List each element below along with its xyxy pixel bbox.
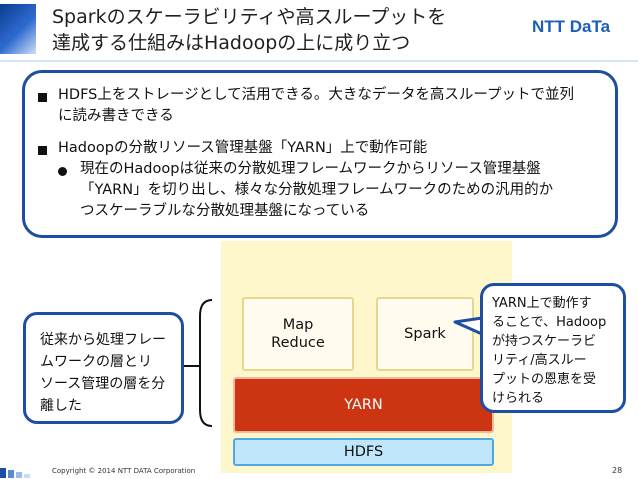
footer-decor-1: [0, 468, 6, 478]
left-bracket: [199, 299, 213, 427]
yarn-label: YARN: [344, 397, 383, 413]
slide-header: Sparkのスケーラビリティや高スループットを 達成する仕組みはHadoopの上…: [0, 0, 638, 62]
bullet-square-icon: [38, 93, 47, 102]
right-note-line3: が持つスケーラビ: [492, 334, 597, 349]
left-note-line1: 従来から処理フレー: [40, 332, 166, 348]
right-note-box: YARN上で動作す ることで、Hadoop が持つスケーラビ リティ/高スルー …: [480, 283, 626, 413]
main-callout-box: [22, 70, 618, 238]
bullet1-line2: に読み書きできる: [58, 108, 174, 124]
footer-bar: [0, 468, 30, 478]
left-note-text: 従来から処理フレー ムワークの層とリ ソース管理の層を分 離した: [40, 329, 180, 417]
page-number: 28: [612, 466, 623, 475]
right-note-line1: YARN上で動作す: [492, 296, 592, 311]
left-note-line4: 離した: [40, 398, 82, 414]
bullet1-text: HDFS上をストレージとして活用できる。大きなデータを高スループットで並列 に読…: [58, 85, 574, 127]
mapreduce-label-line1: Map: [282, 317, 314, 333]
ntt-data-logo: NTT DaTa: [532, 17, 611, 36]
slide-title-line2: 達成する仕組みはHadoopの上に成り立つ: [52, 32, 411, 54]
hdfs-layer: HDFS: [233, 438, 494, 466]
right-note-line5: プットの恩恵を受: [492, 372, 597, 387]
sub-bullet-line2: 「YARN」を切り出し、様々な分散処理フレームワークのための汎用的か: [80, 182, 554, 198]
footer-decor-3: [16, 472, 22, 478]
right-note-line2: ることで、Hadoop: [492, 315, 607, 330]
spark-label: Spark: [404, 326, 446, 342]
copyright-text: Copyright © 2014 NTT DATA Corporation: [52, 467, 196, 475]
right-note-text: YARN上で動作す ることで、Hadoop が持つスケーラビ リティ/高スルー …: [492, 294, 624, 408]
mapreduce-layer: Map Reduce: [242, 297, 354, 371]
spark-layer: Spark: [376, 297, 474, 371]
yarn-layer: YARN: [233, 377, 494, 433]
hdfs-label: HDFS: [343, 444, 384, 460]
left-note-line3: ソース管理の層を分: [40, 376, 166, 392]
sub-bullet-line1: 現在のHadoopは従来の分散処理フレームワークからリソース管理基盤: [80, 161, 541, 177]
left-note-box: 従来から処理フレー ムワークの層とリ ソース管理の層を分 離した: [23, 312, 184, 424]
title-divider: [0, 60, 638, 62]
slide-title: Sparkのスケーラビリティや高スループットを 達成する仕組みはHadoopの上…: [52, 4, 446, 56]
bullet1-line1: HDFS上をストレージとして活用できる。大きなデータを高スループットで並列: [58, 87, 574, 103]
left-note-line2: ムワークの層とリ: [40, 354, 152, 370]
footer-decor-4: [24, 474, 30, 478]
footer-decor-2: [8, 470, 14, 478]
bullet-square-icon: [38, 146, 47, 155]
sub-bullet-line3: つスケーラブルな分散処理基盤になっている: [80, 203, 370, 219]
title-accent-bar: [0, 4, 36, 54]
sub-bullet-text: 現在のHadoopは従来の分散処理フレームワークからリソース管理基盤 「YARN…: [80, 159, 553, 222]
bullet-dot-icon: [58, 167, 67, 176]
mapreduce-label-line2: Reduce: [271, 335, 325, 351]
slide-title-line1: Sparkのスケーラビリティや高スループットを: [52, 6, 447, 28]
right-note-line6: けられる: [492, 391, 545, 406]
right-note-line4: リティ/高スルー: [492, 353, 587, 368]
logo-text: NTT DaTa: [532, 17, 611, 36]
bullet2-text: Hadoopの分散リソース管理基盤「YARN」上で動作可能: [58, 140, 428, 156]
